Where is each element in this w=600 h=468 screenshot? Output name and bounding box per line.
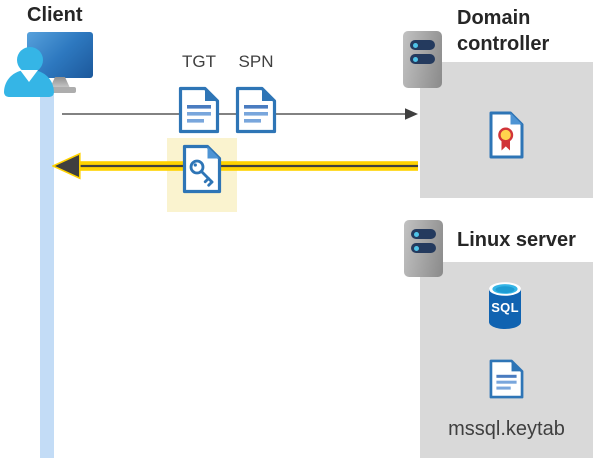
arrow-left-highlighted-icon (52, 152, 418, 180)
keytab-filename-label: mssql.keytab (448, 418, 565, 440)
certificate-icon (489, 111, 524, 159)
domain-controller-title-line1: Domain (457, 7, 531, 29)
linux-server-title: Linux server (457, 229, 576, 251)
sql-database-icon: SQL (487, 281, 523, 331)
server-drive-slot (410, 40, 435, 50)
domain-controller-server-icon (403, 31, 442, 88)
sql-badge-text: SQL (491, 300, 519, 315)
spn-label: SPN (238, 52, 274, 71)
monitor-stand-icon (50, 77, 70, 88)
arrow-right-icon (62, 108, 418, 120)
linux-server-icon (404, 220, 443, 277)
domain-controller-title: Domain controller (457, 5, 549, 57)
domain-controller-title-line2: controller (457, 33, 550, 55)
client-title: Client (27, 4, 83, 26)
keytab-document-icon (489, 359, 524, 399)
server-drive-slot (411, 243, 436, 253)
monitor-stand-base-icon (44, 87, 76, 93)
client-user-icon (17, 47, 43, 73)
client-user-body-icon (4, 70, 54, 97)
key-document-icon (182, 144, 222, 194)
server-drive-slot (411, 229, 436, 239)
spn-document-icon (235, 86, 277, 134)
server-drive-slot (410, 54, 435, 64)
tgt-label: TGT (182, 52, 216, 71)
client-lifeline-bar (40, 94, 54, 458)
tgt-document-icon (178, 86, 220, 134)
